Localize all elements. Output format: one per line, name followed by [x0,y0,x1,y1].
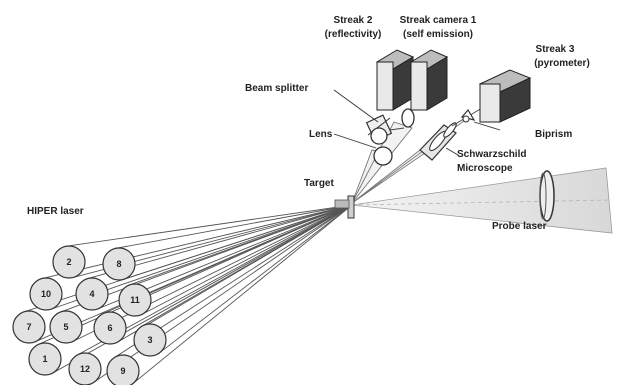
streak1-label-line1: Streak camera 1 [400,15,477,26]
hiper-beam-lines [23,205,352,384]
beam-port-number: 2 [66,257,71,267]
beam-port-number: 8 [116,259,121,269]
beam-port-number: 7 [26,322,31,332]
beam-port-number: 6 [107,323,112,333]
beam-port: 4 [76,278,108,310]
beam-port: 11 [119,284,151,316]
beam-port-number: 4 [89,289,94,299]
beam-port-number: 12 [80,364,90,374]
beam-line [38,205,352,345]
beam-port-number: 11 [130,295,140,305]
streak2-label-line1: Streak 2 [334,15,373,26]
beam-port-number: 10 [41,289,51,299]
streak-camera-3 [480,70,530,122]
schwarzschild-label-line2: Microscope [457,163,513,174]
beam-port: 8 [103,248,135,280]
streak3-label-line2: (pyrometer) [534,58,590,69]
beam-port: 6 [94,312,126,344]
beam-port: 1 [29,343,61,375]
beam-port: 7 [13,311,45,343]
probe-laser-label: Probe laser [492,221,547,232]
streak3-label-line1: Streak 3 [536,44,575,55]
probe-laser-beam [352,168,612,233]
streak2-label-line2: (reflectivity) [325,29,382,40]
beam-port: 2 [53,246,85,278]
schwarzschild-label-line1: Schwarzschild [457,149,526,160]
target-label: Target [304,178,334,189]
beam-port-number: 9 [120,366,125,376]
beam-port: 10 [30,278,62,310]
beam-port-number: 3 [147,335,152,345]
hiper-laser-label: HIPER laser [27,206,84,217]
streak-camera-2 [377,50,413,110]
beam-port-number: 1 [42,354,47,364]
beam-port: 5 [50,311,82,343]
beam-splitter-label: Beam splitter [245,83,308,94]
beam-line [42,205,352,279]
streak-camera-1 [411,50,447,110]
probe-lens [540,171,554,221]
beam-line [115,205,352,248]
biprism-label: Biprism [535,129,572,140]
schwarzschild-microscope [420,121,458,160]
streak1-label-line2: (self emission) [403,29,473,40]
beam-line [141,205,352,315]
beam-port: 9 [107,355,139,385]
beam-port: 3 [134,324,166,356]
beam-line [159,205,352,353]
beam-port-number: 5 [63,322,68,332]
beam-port: 12 [69,353,101,385]
lens-label: Lens [309,129,333,140]
